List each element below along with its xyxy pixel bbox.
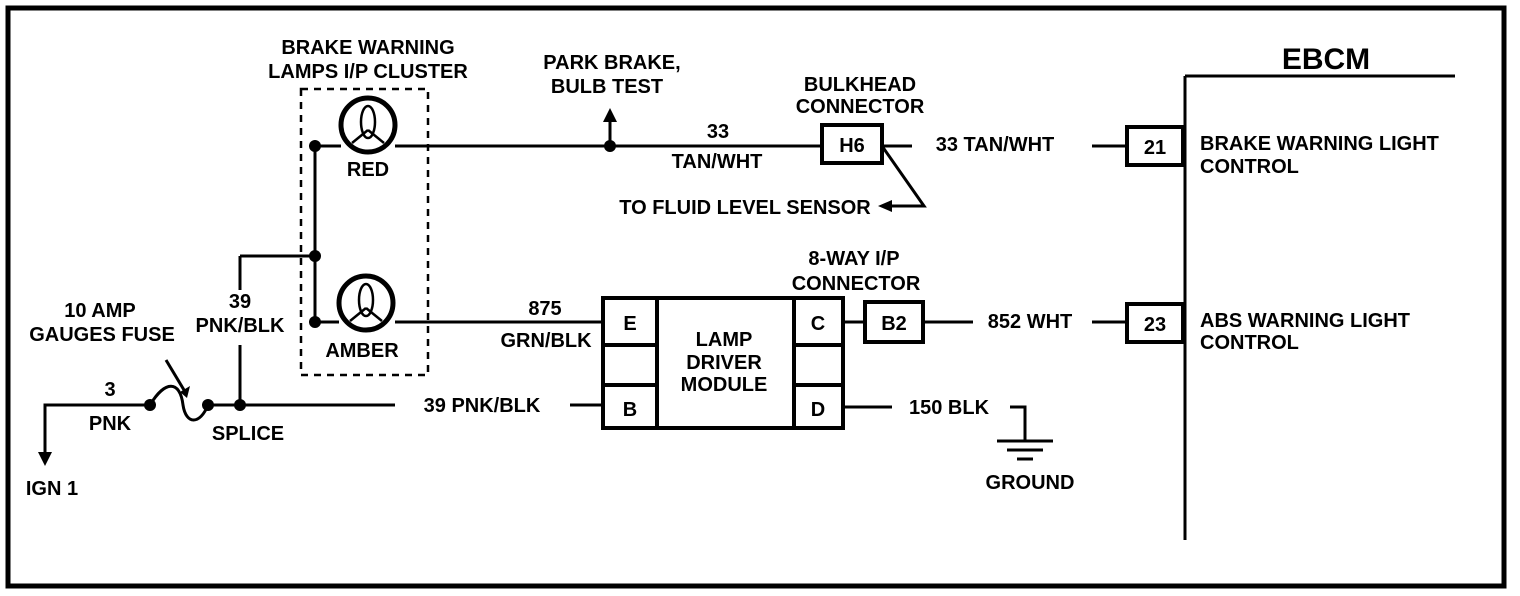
svg-text:B2: B2 <box>881 313 907 335</box>
svg-text:CONTROL: CONTROL <box>1200 156 1299 178</box>
fuse-label: 10 AMP <box>64 300 136 322</box>
ground-label: GROUND <box>986 472 1075 494</box>
amber-lamp-label: AMBER <box>325 340 399 362</box>
wire-875-number: 875 <box>528 298 561 320</box>
svg-text:CONNECTOR: CONNECTOR <box>792 273 921 295</box>
svg-text:CONTROL: CONTROL <box>1200 332 1299 354</box>
ip-connector-pin-b2 <box>863 300 925 344</box>
svg-text:23: 23 <box>1144 314 1166 336</box>
wire-875-color: GRN/BLK <box>500 330 592 352</box>
ign-label: IGN 1 <box>26 478 78 500</box>
svg-text:CONNECTOR: CONNECTOR <box>796 96 925 118</box>
lamp-driver-module: E B C D LAMP DRIVER MODULE <box>601 296 845 430</box>
ebcm-pin-23 <box>1125 302 1185 344</box>
svg-text:DRIVER: DRIVER <box>686 352 762 374</box>
wire-150-label: 150 BLK <box>909 397 990 419</box>
ground-icon <box>997 439 1053 461</box>
fluid-level-sensor-label: TO FLUID LEVEL SENSOR <box>619 197 871 219</box>
wire-3-color: PNK <box>89 413 132 435</box>
wire-33-full-label: 33 TAN/WHT <box>936 134 1055 156</box>
fuse-icon <box>144 384 214 422</box>
splice-label: SPLICE <box>212 423 284 445</box>
lamps-cluster: BRAKE WARNING LAMPS I/P CLUSTER RED AMBE… <box>268 37 468 377</box>
svg-text:21: 21 <box>1144 137 1166 159</box>
module-label: LAMP <box>696 329 753 351</box>
module-pin-d: D <box>811 399 825 421</box>
svg-text:MODULE: MODULE <box>681 374 768 396</box>
bulkhead-pin-h6 <box>820 123 884 165</box>
wire-3-number: 3 <box>104 379 115 401</box>
module-pin-c: C <box>811 313 825 335</box>
diagram-frame <box>5 5 1507 589</box>
red-lamp-icon <box>338 95 398 155</box>
cluster-label: BRAKE WARNING <box>281 37 454 59</box>
abs-warning-control-label: ABS WARNING LIGHT <box>1200 310 1410 332</box>
ebcm-title: EBCM <box>1282 43 1370 76</box>
ebcm-pin-21 <box>1125 125 1185 167</box>
ip-connector-label: 8-WAY I/P <box>808 248 899 270</box>
module-pin-b: B <box>623 399 637 421</box>
wire-33-color: TAN/WHT <box>672 151 763 173</box>
ebcm-block: EBCM 21 23 BRAKE WARNING LIGHT CONTROL A… <box>1125 43 1455 540</box>
red-lamp-label: RED <box>347 159 389 181</box>
svg-text:LAMPS I/P CLUSTER: LAMPS I/P CLUSTER <box>268 61 468 83</box>
brake-warning-control-label: BRAKE WARNING LIGHT <box>1200 133 1439 155</box>
svg-text:H6: H6 <box>839 135 865 157</box>
wire-39-full-label: 39 PNK/BLK <box>424 395 541 417</box>
wire-33-number: 33 <box>707 121 729 143</box>
module-pin-e: E <box>623 313 636 335</box>
amber-lamp-icon <box>336 273 396 333</box>
bulkhead-connector-label: BULKHEAD <box>804 74 916 96</box>
wire-852-label: 852 WHT <box>988 311 1072 333</box>
svg-text:GAUGES FUSE: GAUGES FUSE <box>29 324 175 346</box>
wire-39-color: PNK/BLK <box>196 315 285 337</box>
svg-text:BULB TEST: BULB TEST <box>551 76 663 98</box>
park-brake-label: PARK BRAKE, <box>543 52 680 74</box>
wire-39-number: 39 <box>229 291 251 313</box>
